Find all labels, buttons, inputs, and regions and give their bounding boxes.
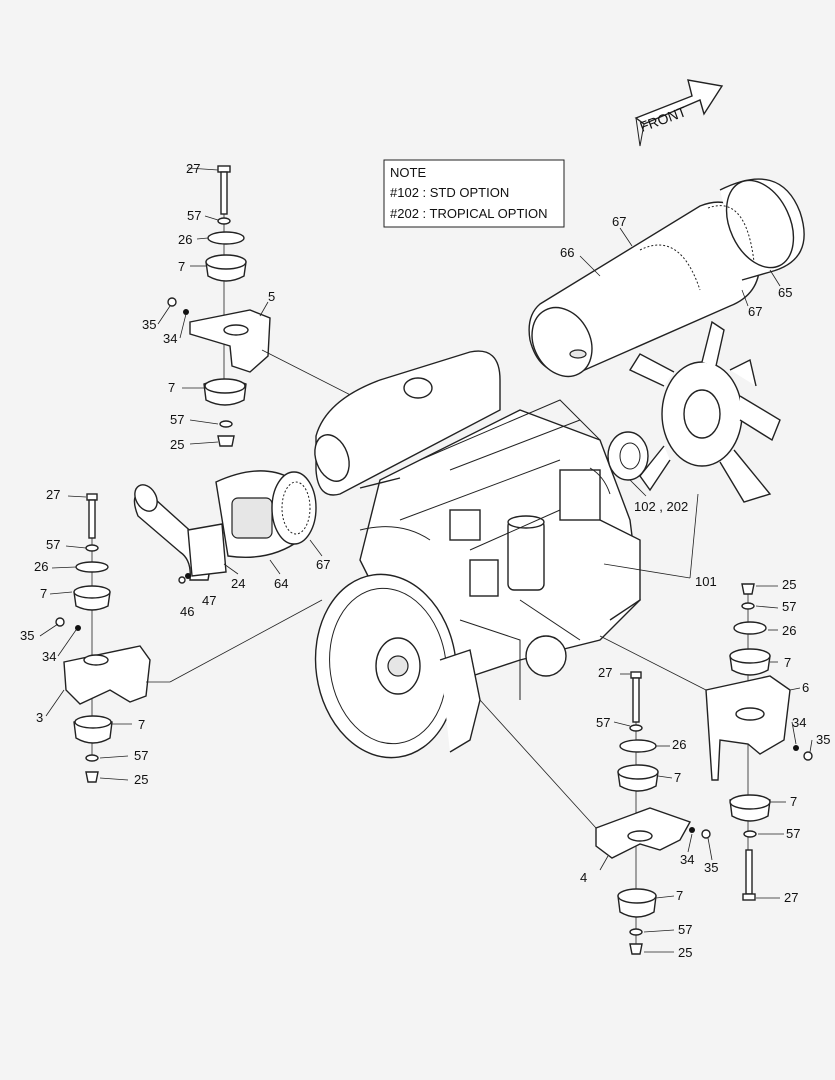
callout-35: 35 <box>816 732 830 747</box>
callout-27: 27 <box>186 161 200 176</box>
mount-stack-front-left <box>55 493 151 783</box>
mount-stack-rear-left <box>167 165 271 447</box>
callout-101: 101 <box>695 574 717 589</box>
callout-4: 4 <box>580 870 587 885</box>
callout-57: 57 <box>134 748 148 763</box>
note-line-std: #102 : STD OPTION <box>390 185 509 200</box>
callout-26: 26 <box>782 623 796 638</box>
callout-25: 25 <box>782 577 796 592</box>
callout-7: 7 <box>178 259 185 274</box>
callout-7: 7 <box>674 770 681 785</box>
callout-25: 25 <box>678 945 692 960</box>
mount-stack-rear-right <box>595 671 711 955</box>
callout-25: 25 <box>134 772 148 787</box>
callout-57: 57 <box>187 208 201 223</box>
front-arrow: FRONT <box>634 79 724 147</box>
callout-102-202: 102 , 202 <box>634 499 688 514</box>
mount-stack-front-right <box>705 583 813 901</box>
callout-67: 67 <box>316 557 330 572</box>
callout-5: 5 <box>268 289 275 304</box>
cooling-fan <box>628 320 781 503</box>
callout-34: 34 <box>680 852 694 867</box>
callout-27: 27 <box>598 665 612 680</box>
callout-35: 35 <box>704 860 718 875</box>
callout-64: 64 <box>274 576 288 591</box>
note-title: NOTE <box>390 165 426 180</box>
callout-3: 3 <box>36 710 43 725</box>
callout-57: 57 <box>596 715 610 730</box>
callout-67: 67 <box>612 214 626 229</box>
fan-spacer <box>607 431 649 481</box>
callout-65: 65 <box>778 285 792 300</box>
callout-57: 57 <box>170 412 184 427</box>
callout-57: 57 <box>46 537 60 552</box>
callout-35: 35 <box>142 317 156 332</box>
callout-7: 7 <box>790 794 797 809</box>
callout-24: 24 <box>231 576 245 591</box>
callout-26: 26 <box>178 232 192 247</box>
callout-57: 57 <box>782 599 796 614</box>
callout-26: 26 <box>672 737 686 752</box>
callout-7: 7 <box>784 655 791 670</box>
callout-7: 7 <box>40 586 47 601</box>
callout-34: 34 <box>42 649 56 664</box>
callout-35: 35 <box>20 628 34 643</box>
callout-57: 57 <box>678 922 692 937</box>
callout-6: 6 <box>802 680 809 695</box>
callout-7: 7 <box>168 380 175 395</box>
air-cleaner-element <box>215 470 317 558</box>
note-box: NOTE #102 : STD OPTION #202 : TROPICAL O… <box>383 159 565 228</box>
callout-34: 34 <box>163 331 177 346</box>
note-line-tropical: #202 : TROPICAL OPTION <box>390 206 548 221</box>
callout-47: 47 <box>202 593 216 608</box>
callout-34: 34 <box>792 715 806 730</box>
callout-67: 67 <box>748 304 762 319</box>
callout-27: 27 <box>46 487 60 502</box>
callout-57: 57 <box>786 826 800 841</box>
callout-7: 7 <box>676 888 683 903</box>
air-intake-pipe <box>133 484 227 584</box>
flywheel-housing <box>314 573 481 759</box>
callout-27: 27 <box>784 890 798 905</box>
muffler-and-cover <box>528 178 805 378</box>
callout-46: 46 <box>180 604 194 619</box>
callout-26: 26 <box>34 559 48 574</box>
callout-labels: 27 57 26 7 5 35 34 7 57 25 67 66 65 67 2… <box>20 161 830 960</box>
callout-66: 66 <box>560 245 574 260</box>
callout-7: 7 <box>138 717 145 732</box>
callout-25: 25 <box>170 437 184 452</box>
